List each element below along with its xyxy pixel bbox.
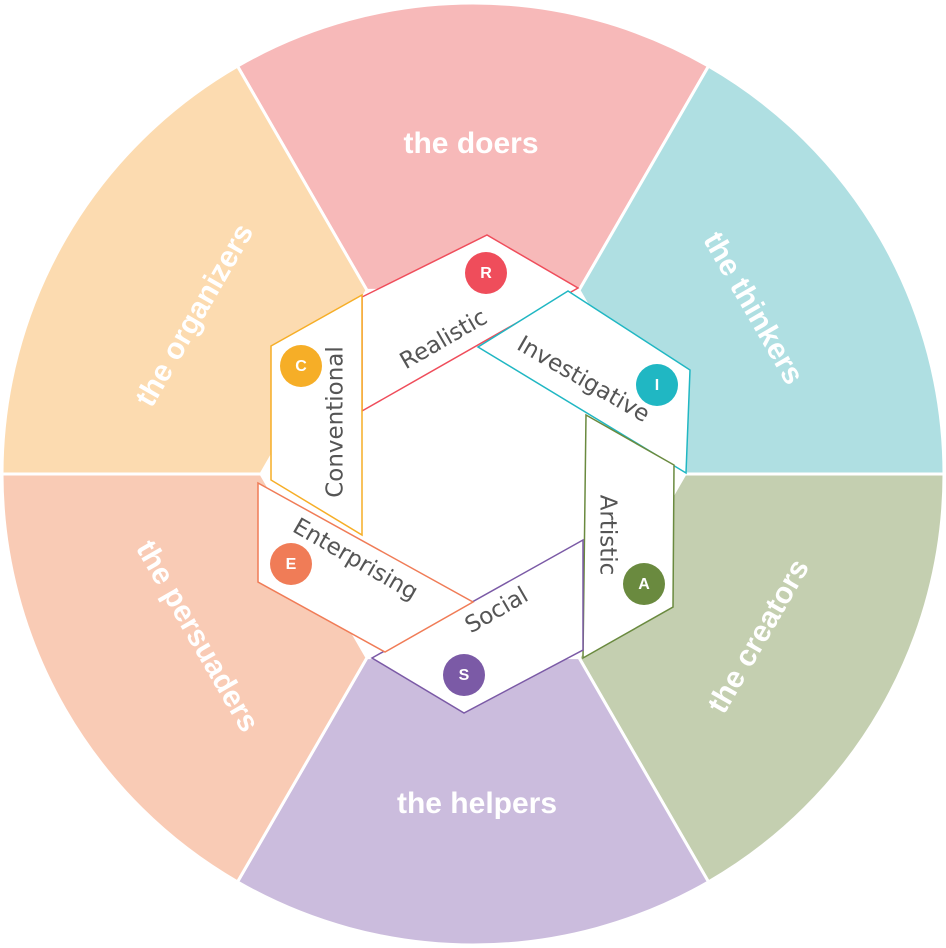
badge-i-circle	[636, 364, 678, 406]
type-badges: R I A S E C	[270, 252, 678, 696]
badge-i: I	[636, 364, 678, 406]
label-conventional: Conventional	[323, 346, 349, 498]
badge-i-letter: I	[655, 377, 659, 394]
label-artistic: Artistic	[595, 495, 621, 576]
badge-c-circle	[280, 345, 322, 387]
label-the-doers: the doers	[403, 127, 538, 160]
badge-r-circle	[465, 252, 507, 294]
badge-c: C	[280, 345, 322, 387]
badge-c-letter: C	[295, 358, 307, 375]
label-the-helpers: the helpers	[397, 787, 557, 820]
badge-a-circle	[623, 563, 665, 605]
band-enterprising	[257, 481, 475, 653]
badge-e-letter: E	[286, 556, 297, 573]
segment-doers	[235, 1, 711, 292]
badge-s-circle	[443, 654, 485, 696]
badge-a-letter: A	[638, 576, 650, 593]
segment-helpers	[235, 656, 711, 947]
badge-s-letter: S	[459, 667, 470, 684]
badge-e: E	[270, 543, 312, 585]
badge-r: R	[465, 252, 507, 294]
badge-e-circle	[270, 543, 312, 585]
badge-a: A	[623, 563, 665, 605]
badge-r-letter: R	[480, 265, 492, 282]
band-investigative	[476, 290, 691, 475]
badge-s: S	[443, 654, 485, 696]
